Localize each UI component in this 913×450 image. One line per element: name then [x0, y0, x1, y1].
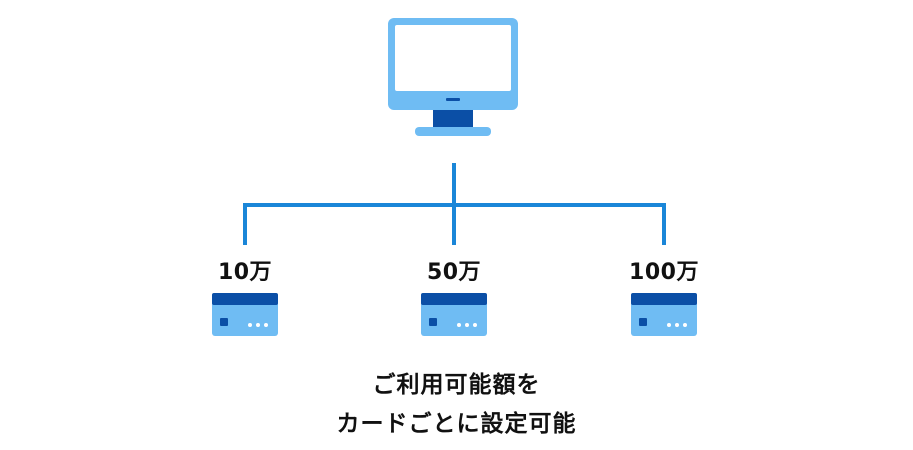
monitor-indicator [446, 98, 460, 101]
credit-card-icon [631, 293, 697, 336]
monitor-icon [388, 18, 518, 136]
caption-line-1: ご利用可能額を [372, 372, 541, 398]
card-limit-label-10man: 10万 [217, 260, 273, 285]
card-limit-label-50man: 50万 [426, 260, 482, 285]
card-limit-label-100man: 100万 [629, 260, 699, 285]
credit-card-icon [421, 293, 487, 336]
monitor-stand [415, 127, 491, 136]
connector-lines [243, 163, 666, 245]
monitor-screen [395, 25, 511, 91]
caption-line-2: カードごとに設定可能 [336, 411, 577, 437]
credit-card-icon [212, 293, 278, 336]
monitor-neck [433, 110, 473, 127]
